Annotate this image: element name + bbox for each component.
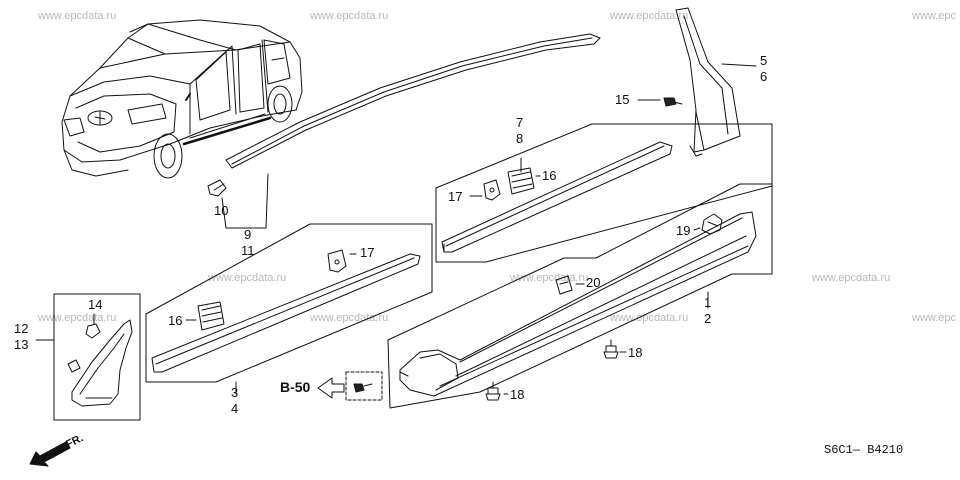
front-direction-arrow — [29, 441, 71, 467]
callout-11: 11 — [241, 243, 255, 258]
callout-20: 20 — [586, 275, 601, 290]
clip-18-upper — [603, 339, 627, 359]
callout-14: 14 — [88, 297, 103, 312]
callout-6: 6 — [760, 69, 768, 84]
callout-15: 15 — [615, 92, 630, 107]
callout-1: 1 — [704, 295, 712, 310]
b50-reference — [317, 371, 383, 401]
watermark: www.epc — [912, 10, 957, 22]
pillar-garnish — [675, 7, 757, 157]
callout-3: 3 — [231, 385, 239, 400]
callout-10: 10 — [214, 203, 229, 218]
mud-guard — [35, 293, 141, 421]
callout-19: 19 — [676, 223, 691, 238]
watermark: www.epcdata.ru — [610, 10, 689, 22]
diagram-code: S6C1— B4210 — [824, 443, 904, 457]
watermark: www.epcdata.ru — [510, 272, 589, 284]
callout-16: 16 — [168, 313, 183, 328]
callout-17: 17 — [360, 245, 375, 260]
watermark: www.epcdata.ru — [38, 10, 117, 22]
callout-8: 8 — [516, 131, 524, 146]
door-molding-rear — [145, 223, 433, 395]
watermark: www.epcdata.ru — [208, 272, 287, 284]
callout-18: 18 — [628, 345, 643, 360]
callout-9: 9 — [244, 227, 252, 242]
clip-18-lower — [485, 381, 509, 401]
callout-16: 16 — [542, 168, 557, 183]
side-sill-garnish — [387, 183, 773, 409]
callout-13: 13 — [14, 337, 29, 352]
bolt-15 — [637, 97, 683, 107]
watermark: www.epcdata.ru — [38, 312, 117, 324]
watermark: www.epcdata.ru — [610, 312, 689, 324]
reference-label: B-50 — [280, 379, 311, 395]
callout-4: 4 — [231, 401, 239, 416]
watermark: www.epcdata.ru — [310, 312, 389, 324]
watermark: www.epc — [912, 312, 957, 324]
car-illustration — [61, 19, 303, 179]
callout-2: 2 — [704, 311, 712, 326]
callout-12: 12 — [14, 321, 29, 336]
watermark: www.epcdata.ru — [310, 10, 389, 22]
callout-7: 7 — [516, 115, 524, 130]
door-molding-front — [435, 123, 773, 263]
roof-molding — [207, 33, 601, 229]
callout-5: 5 — [760, 53, 768, 68]
callout-18: 18 — [510, 387, 525, 402]
watermark: www.epcdata.ru — [812, 272, 891, 284]
callout-17: 17 — [448, 189, 463, 204]
